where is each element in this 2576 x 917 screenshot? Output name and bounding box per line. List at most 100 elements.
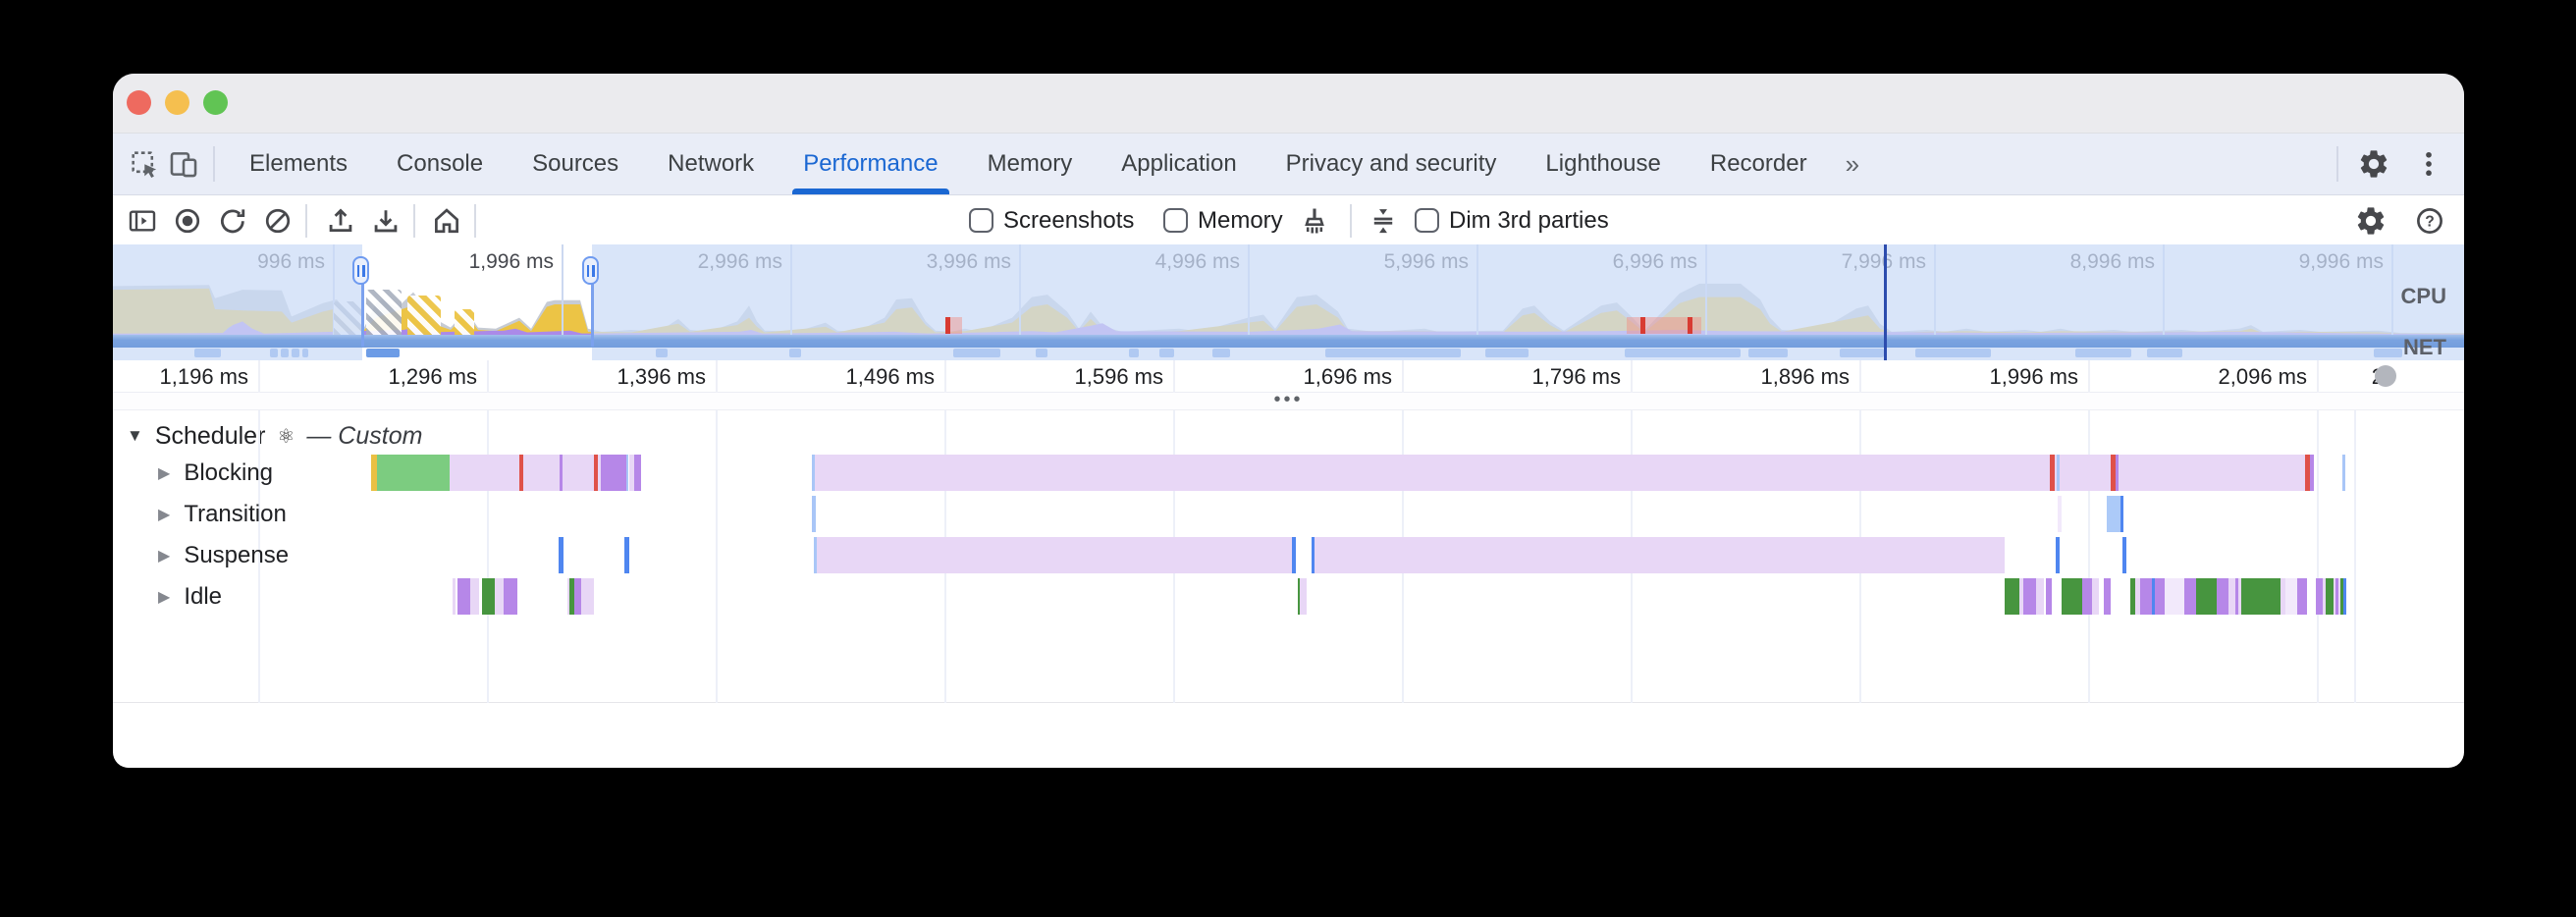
flame-chart-entry[interactable]	[567, 578, 569, 615]
capture-settings-gear-icon[interactable]	[2351, 201, 2390, 241]
flame-chart-entry[interactable]	[453, 578, 456, 615]
flame-chart-entry[interactable]	[2122, 537, 2126, 573]
tab-elements[interactable]: Elements	[249, 150, 349, 177]
flame-chart-entry[interactable]	[2107, 496, 2120, 532]
collapse-triangle-icon[interactable]: ▼	[127, 426, 143, 445]
flame-chart-entry[interactable]	[634, 455, 641, 491]
flame-chart-entry[interactable]	[495, 578, 504, 615]
flame-chart-entry[interactable]	[2092, 578, 2099, 615]
tab-console[interactable]: Console	[397, 150, 484, 177]
flame-chart-entry[interactable]	[523, 455, 560, 491]
flame-chart-entry[interactable]	[2342, 455, 2345, 491]
flame-chart-entry[interactable]	[2155, 578, 2165, 615]
collect-garbage-icon[interactable]	[1295, 201, 1334, 241]
expand-triangle-icon[interactable]: ▶	[158, 464, 171, 482]
flame-chart-entry[interactable]	[2323, 578, 2326, 615]
clear-icon[interactable]	[258, 201, 297, 241]
dim-3rd-parties-checkbox[interactable]	[1415, 208, 1439, 233]
help-icon[interactable]: ?	[2410, 201, 2449, 241]
live-metrics-home-icon[interactable]	[427, 201, 466, 241]
track-group-header[interactable]: ▼ Scheduler ⚛ — Custom	[127, 420, 422, 452]
flame-chart-entry[interactable]	[2196, 578, 2217, 615]
flame-chart-entry[interactable]	[2005, 578, 2019, 615]
memory-checkbox[interactable]	[1163, 208, 1188, 233]
flame-chart-entry[interactable]	[2104, 578, 2111, 615]
tab-application[interactable]: Application	[1121, 150, 1237, 177]
zoom-window-button[interactable]	[203, 90, 228, 115]
flame-chart-entry[interactable]	[560, 455, 563, 491]
flame-chart-entry[interactable]	[371, 455, 377, 491]
more-tabs-icon[interactable]: »	[1845, 148, 1860, 179]
tab-privacy-and-security[interactable]: Privacy and security	[1285, 150, 1497, 177]
flame-chart-entry[interactable]	[2340, 578, 2343, 615]
flame-chart-entry[interactable]	[1300, 578, 1307, 615]
screenshots-checkbox[interactable]	[969, 208, 993, 233]
flame-chart-entry[interactable]	[2228, 578, 2235, 615]
tab-lighthouse[interactable]: Lighthouse	[1545, 150, 1661, 177]
flame-chart-entry[interactable]	[563, 455, 594, 491]
flame-chart-entry[interactable]	[812, 496, 816, 532]
flame-chart-entry[interactable]	[2241, 578, 2281, 615]
flame-chart-entry[interactable]	[2316, 578, 2323, 615]
flame-chart-entry[interactable]	[2285, 578, 2297, 615]
flame-chart-entry[interactable]	[2058, 496, 2062, 532]
flame-chart-entry[interactable]	[2334, 578, 2335, 615]
flame-chart-entry[interactable]	[2135, 578, 2140, 615]
flame-chart-entry[interactable]	[2056, 537, 2060, 573]
inspect-element-icon[interactable]	[125, 144, 164, 184]
minimize-window-button[interactable]	[165, 90, 189, 115]
scrollbar-thumb[interactable]	[2375, 365, 2396, 387]
tab-recorder[interactable]: Recorder	[1709, 150, 1807, 177]
flame-chart-entry[interactable]	[594, 455, 598, 491]
expand-triangle-icon[interactable]: ▶	[158, 506, 171, 523]
flame-chart-entry[interactable]	[581, 578, 594, 615]
window-titlebar[interactable]	[113, 74, 2464, 133]
toggle-device-toolbar-icon[interactable]	[164, 144, 203, 184]
flame-chart-entry[interactable]	[559, 537, 564, 573]
selection-left-handle[interactable]	[352, 256, 369, 285]
flame-chart-entry[interactable]	[1312, 537, 1315, 573]
flame-chart-entry[interactable]	[624, 537, 629, 573]
flame-chart-entry[interactable]	[1298, 578, 1300, 615]
flame-chart-entry[interactable]	[574, 578, 581, 615]
record-icon[interactable]	[168, 201, 207, 241]
flame-chart-entry[interactable]	[2060, 455, 2111, 491]
flame-chart-entry[interactable]	[2184, 578, 2196, 615]
flame-chart-entry[interactable]	[2055, 455, 2057, 491]
flame-chart-entry[interactable]	[569, 578, 574, 615]
flame-chart-entry[interactable]	[2335, 578, 2338, 615]
flame-chart-entry[interactable]	[2343, 578, 2346, 615]
overview-minimap-band[interactable]	[113, 335, 2464, 348]
flame-chart-entry[interactable]	[2297, 578, 2307, 615]
flame-chart-entry[interactable]	[598, 455, 601, 491]
record-and-reload-icon[interactable]	[213, 201, 252, 241]
flame-chart-entry[interactable]	[2116, 455, 2119, 491]
flame-chart-entry[interactable]	[2120, 496, 2123, 532]
flame-chart-entry[interactable]	[2310, 455, 2314, 491]
flame-chart-entry[interactable]	[2281, 578, 2285, 615]
flame-chart-entry[interactable]	[2165, 578, 2184, 615]
flame-chart-entry[interactable]	[504, 578, 517, 615]
flame-chart-entry[interactable]	[815, 455, 2050, 491]
toggle-sidebar-icon[interactable]	[123, 201, 162, 241]
flame-chart-entry[interactable]	[2057, 455, 2060, 491]
flame-chart-entry[interactable]	[812, 455, 815, 491]
expand-triangle-icon[interactable]: ▶	[158, 547, 171, 565]
track-row-label-suspense[interactable]: ▶Suspense	[158, 541, 290, 568]
flame-chart-entry[interactable]	[2119, 455, 2305, 491]
flame-chart-entry[interactable]	[482, 578, 495, 615]
flame-chart-entry[interactable]	[2338, 578, 2340, 615]
flame-chart-entry[interactable]	[2050, 455, 2055, 491]
flame-chart-entry[interactable]	[1315, 537, 2005, 573]
flame-chart-entry[interactable]	[2130, 578, 2135, 615]
tab-sources[interactable]: Sources	[532, 150, 619, 177]
flame-chart-entry[interactable]	[457, 578, 470, 615]
flame-chart-entry[interactable]	[2082, 578, 2092, 615]
flame-chart-entry[interactable]	[2305, 455, 2310, 491]
flame-chart-entry[interactable]	[814, 537, 817, 573]
flame-chart-entry[interactable]	[2036, 578, 2044, 615]
flame-chart-entry[interactable]	[450, 455, 519, 491]
flame-chart-entry[interactable]	[626, 455, 628, 491]
kebab-menu-icon[interactable]	[2409, 144, 2448, 184]
flame-chart-entry[interactable]	[2062, 578, 2082, 615]
